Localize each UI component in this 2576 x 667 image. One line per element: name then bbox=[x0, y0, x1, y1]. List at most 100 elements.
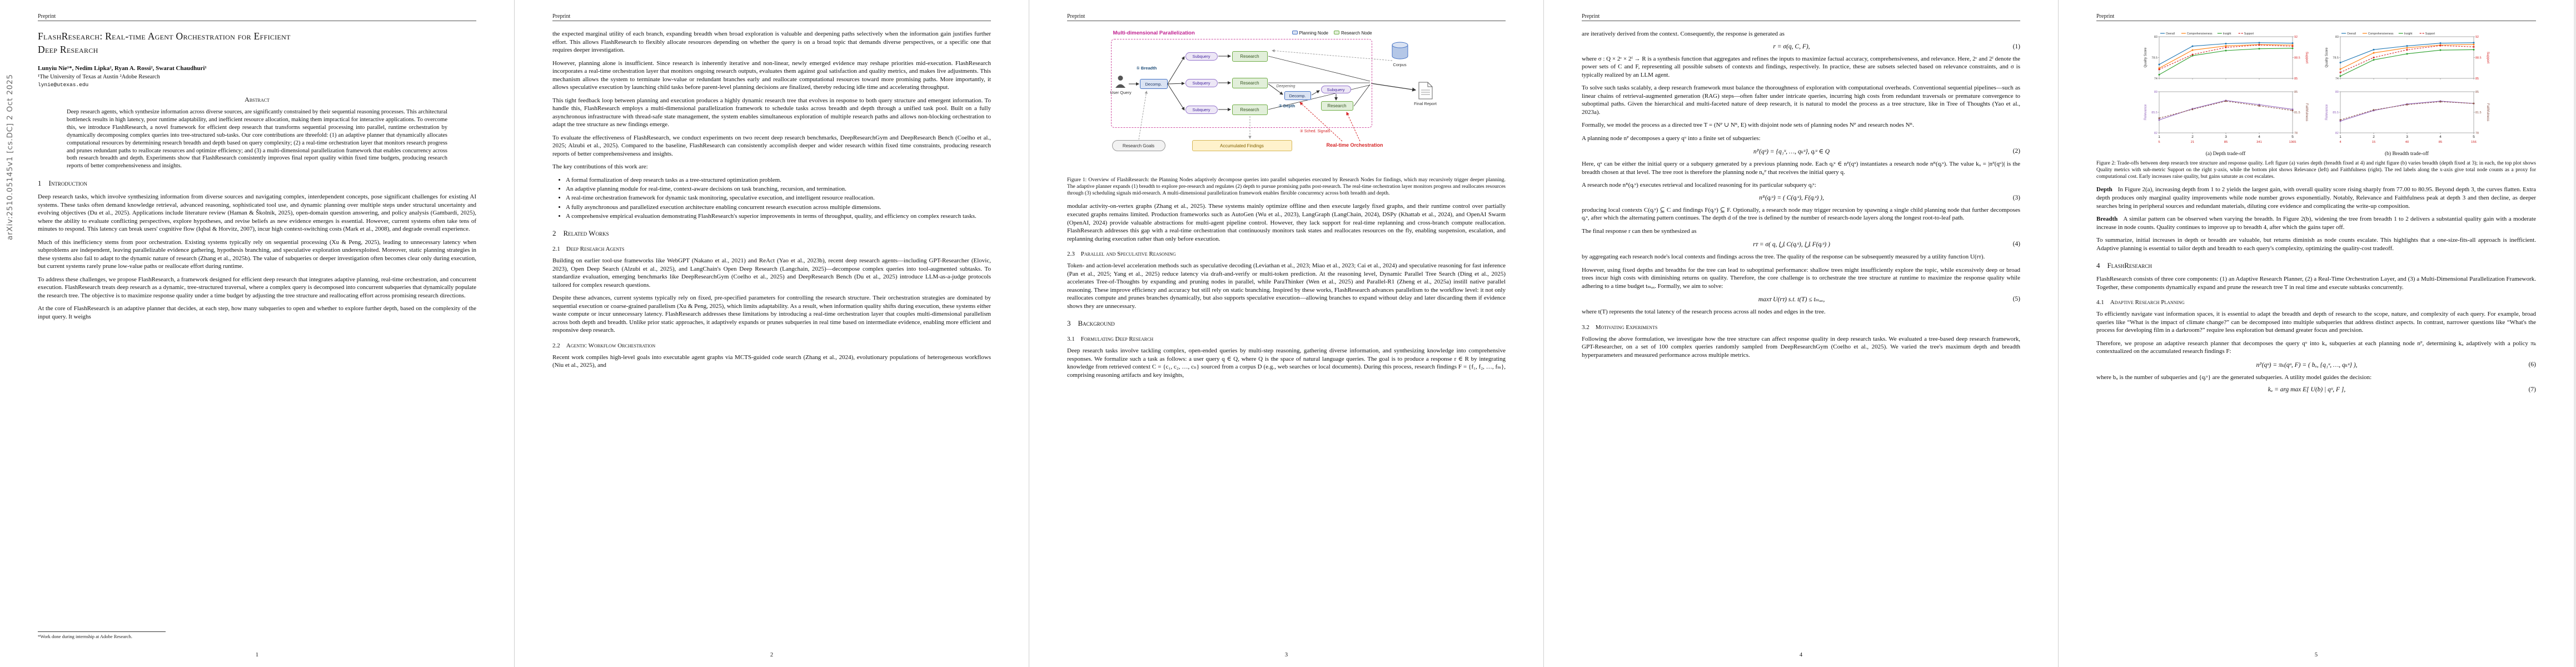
parallelization-boundary bbox=[1110, 39, 1372, 128]
paragraph: where σ : Q × 2ᶜ × 2ᶠ → R is a synthesis… bbox=[1582, 55, 2020, 78]
equation-formula: maxᴛ U(rᴛ) s.t. t(T) ≤ tₘₐₓ, bbox=[1758, 296, 1825, 303]
paragraph: by aggregating each research node's loca… bbox=[1582, 253, 1985, 261]
paragraph: A planning node nᴾ decomposes a query qᵘ… bbox=[1582, 135, 1761, 142]
corpus-label: Corpus bbox=[1393, 62, 1407, 67]
equation-formula: r = σ(q, C, F), bbox=[1773, 43, 1810, 50]
svg-text:85: 85 bbox=[2294, 77, 2298, 81]
list-item: An adaptive planning module for real-tim… bbox=[566, 185, 991, 193]
svg-text:1: 1 bbox=[2339, 135, 2341, 139]
equation-3: nᴿ(qᵢᵘ) = ( C(qᵢᵘ), F(qᵢᵘ) ), (3) bbox=[1582, 195, 2020, 201]
equation-7: kᵤ = arg max E[ U(b) | qᵘ, F ], (7) bbox=[2096, 386, 2536, 393]
svg-text:5: 5 bbox=[2158, 141, 2160, 144]
paragraph: Therefore, we propose an adaptive resear… bbox=[2096, 340, 2536, 355]
paragraph: where t(T) represents the total latency … bbox=[1582, 308, 1826, 316]
page-2-content: Preprint the expected marginal utility o… bbox=[515, 0, 1029, 667]
page-4-content: Preprint are iteratively derived from th… bbox=[1544, 0, 2058, 667]
figure1-diagram: Multi-dimensional Parallelization Planni… bbox=[1109, 30, 1464, 173]
svg-text:4: 4 bbox=[2339, 141, 2341, 144]
legend-research-item: Research Node bbox=[1333, 31, 1372, 36]
page-number: 1 bbox=[255, 652, 259, 658]
paragraph: At the core of FlashResearch is an adapt… bbox=[38, 305, 476, 320]
running-header: Preprint bbox=[38, 13, 476, 21]
orchestration-label: Real-time Orchestration bbox=[1326, 142, 1383, 148]
research-node-swatch bbox=[1333, 31, 1339, 34]
section-heading-background: 3 Background bbox=[1067, 319, 1115, 328]
section-heading-introduction: 1 Introduction bbox=[38, 179, 87, 188]
svg-text:2: 2 bbox=[2373, 135, 2375, 139]
paragraph: To evaluate the effectiveness of FlashRe… bbox=[552, 134, 991, 157]
subcaption-b: (b) Breadth trade-off bbox=[2385, 151, 2429, 157]
equation-1: r = σ(q, C, F), (1) bbox=[1582, 43, 2020, 50]
section-heading-flashresearch: 4 FlashResearch bbox=[2096, 261, 2152, 270]
subsection-heading: 4.1 Adaptive Research Planning bbox=[2096, 299, 2185, 306]
paragraph: To summarize, initial increases in depth… bbox=[2096, 237, 2536, 252]
page-2: Preprint the expected marginal utility o… bbox=[515, 0, 1029, 667]
paragraph: Despite these advances, current systems … bbox=[552, 295, 991, 334]
equation-2: nᴾ(qᵘ) = {q₁ᵘ, …, qₖᵘ}, qᵢᵘ ∈ Q (2) bbox=[1582, 147, 2020, 155]
page-3: Preprint bbox=[1029, 0, 1544, 667]
svg-text:Faithfulness: Faithfulness bbox=[2305, 103, 2308, 121]
planning-node-swatch bbox=[1292, 31, 1298, 34]
svg-text:82: 82 bbox=[2154, 132, 2157, 135]
page-number: 5 bbox=[2314, 652, 2318, 658]
paragraph: Here, qᵘ can be either the initial query… bbox=[1582, 161, 2020, 176]
svg-text:1365: 1365 bbox=[2289, 141, 2296, 144]
deepening-label: Deepening bbox=[1276, 84, 1296, 88]
section-heading-related-works: 2 Related Works bbox=[552, 229, 609, 238]
author-line: Lunyiu Nie¹*, Nedim Lipka², Ryan A. Ross… bbox=[38, 65, 207, 72]
subsection-heading: 2.2 Agentic Workflow Orchestration bbox=[552, 342, 656, 349]
svg-text:85: 85 bbox=[2224, 141, 2227, 144]
subcaption-a: (a) Depth trade-off bbox=[2205, 151, 2246, 157]
svg-text:89: 89 bbox=[2335, 91, 2338, 94]
svg-text:83: 83 bbox=[2154, 36, 2157, 39]
paragraph: modular activity-on-vertex graphs (Zhang… bbox=[1067, 203, 1506, 242]
paragraph: A research node nᴿ(qᵢᵘ) executes retriev… bbox=[1582, 182, 1816, 189]
figure1-caption: Figure 1: Overview of FlashResearch: the… bbox=[1067, 177, 1506, 197]
svg-text:85: 85 bbox=[2475, 77, 2479, 81]
list-item: A comprehensive empirical evaluation dem… bbox=[566, 212, 991, 220]
svg-text:85.5: 85.5 bbox=[2333, 111, 2339, 115]
list-item: A fully asynchronous and parallelized ex… bbox=[566, 203, 991, 211]
page-4: Preprint are iteratively derived from th… bbox=[1544, 0, 2059, 667]
svg-text:78.5: 78.5 bbox=[2333, 57, 2339, 60]
research-node: Research bbox=[1232, 78, 1268, 88]
figure1-arrows bbox=[1128, 49, 1416, 142]
running-header: Preprint bbox=[552, 13, 991, 21]
paragraph: Deep research tasks involve tackling com… bbox=[1067, 347, 1506, 379]
svg-text:Overall: Overall bbox=[2166, 32, 2175, 36]
svg-text:85: 85 bbox=[2294, 91, 2298, 94]
equation-number: (5) bbox=[2012, 296, 2020, 303]
figure1-legend: Planning Node Research Node bbox=[1292, 31, 1372, 36]
list-item: A formal formalization of deep research … bbox=[566, 176, 991, 184]
final-report-icon bbox=[1418, 82, 1432, 99]
depth-text: In Figure 2(a), increasing depth from 1 … bbox=[2096, 186, 2536, 210]
paragraph: However, using fixed depths and breadths… bbox=[1582, 266, 2020, 290]
abstract-heading: Abstract bbox=[245, 96, 270, 104]
paragraph: FlashResearch consists of three core com… bbox=[2096, 276, 2536, 291]
equation-formula: nᴾ(qᵘ) = {q₁ᵘ, …, qₖᵘ}, qᵢᵘ ∈ Q bbox=[1753, 148, 1830, 156]
planning-node-decomp-deep: Decomp. bbox=[1284, 91, 1311, 100]
affiliations: ¹The University of Texas at Austin ²Adob… bbox=[38, 74, 160, 81]
equation-formula: nᴾ(qᵘ) = πₖ(qᵘ, F) = ( bᵤ, {q₁ᵘ, …, qₖᵘ}… bbox=[2256, 361, 2358, 369]
svg-text:Support: Support bbox=[2305, 52, 2308, 63]
paragraph: To address these challenges, we propose … bbox=[38, 276, 476, 299]
svg-text:83: 83 bbox=[2335, 36, 2338, 39]
subquery-node: Subquery bbox=[1321, 86, 1351, 93]
paper-title: FlashResearch: Real-time Agent Orchestra… bbox=[38, 31, 291, 55]
paragraph: are iteratively derived from the context… bbox=[1582, 31, 1785, 37]
svg-text:156: 156 bbox=[2471, 141, 2477, 144]
figure1-title: Multi-dimensional Parallelization bbox=[1113, 30, 1195, 36]
page-3-content: Preprint bbox=[1029, 0, 1543, 667]
svg-text:85: 85 bbox=[2438, 141, 2442, 144]
equation-4: rᴛ = σ( q, ⋃ᵢ C(qᵢᵘ), ⋃ᵢ F(qᵢᵘ) ) (4) bbox=[1582, 240, 2020, 248]
legend-planning-item: Planning Node bbox=[1292, 31, 1328, 36]
figure2-subplot: 8285.5897881.585142153404855156Relevance… bbox=[2325, 91, 2489, 144]
svg-text:Relevance: Relevance bbox=[2144, 104, 2148, 120]
page-1: arXiv:2510.05145v1 [cs.DC] 2 Oct 2025 Pr… bbox=[0, 0, 515, 667]
